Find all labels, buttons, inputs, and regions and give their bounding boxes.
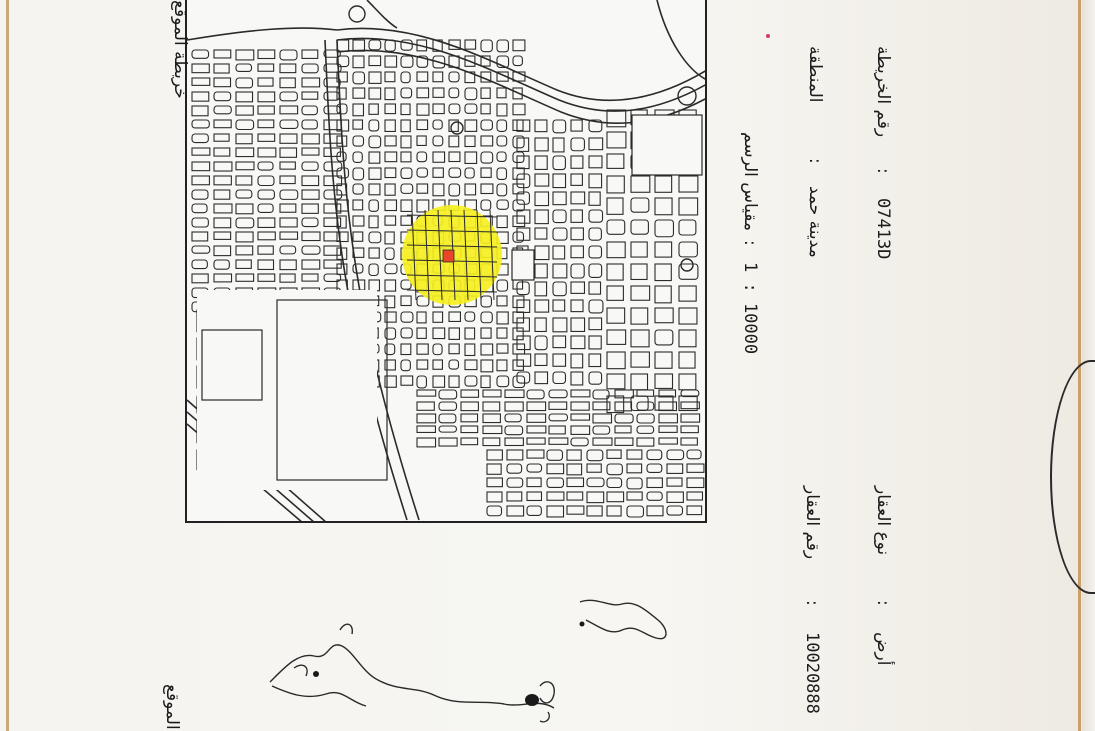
stamp-arc	[1050, 360, 1095, 594]
scale-value: 1 : 10000	[740, 262, 760, 355]
property-type-label: نوع العقار	[873, 486, 893, 556]
scale-label: مقياس الرسم	[740, 132, 760, 232]
property-number-value: 10020888	[802, 632, 822, 714]
area-label: المنطقة	[805, 46, 825, 103]
map-number-value: 07413D	[873, 198, 893, 260]
property-number-separator: :	[802, 600, 822, 606]
map-number-separator: :	[873, 168, 893, 174]
map-number-label: رقم الخريطة	[873, 46, 893, 138]
ink-mark	[766, 34, 770, 38]
inset-location-map	[269, 599, 667, 723]
site-map[interactable]	[185, 0, 707, 523]
left-border-line	[6, 0, 9, 731]
area-value: مدينة حمد	[805, 186, 825, 258]
map-drawing	[187, 0, 705, 521]
map-title: خريطة الموقع	[170, 0, 190, 99]
property-number-label: رقم العقار	[802, 486, 822, 560]
property-type-separator: :	[873, 600, 893, 606]
scale-separator: :	[740, 240, 760, 246]
inset-label: الموقع	[162, 684, 182, 730]
area-separator: :	[805, 158, 825, 164]
property-type-value: أرض	[873, 632, 893, 666]
